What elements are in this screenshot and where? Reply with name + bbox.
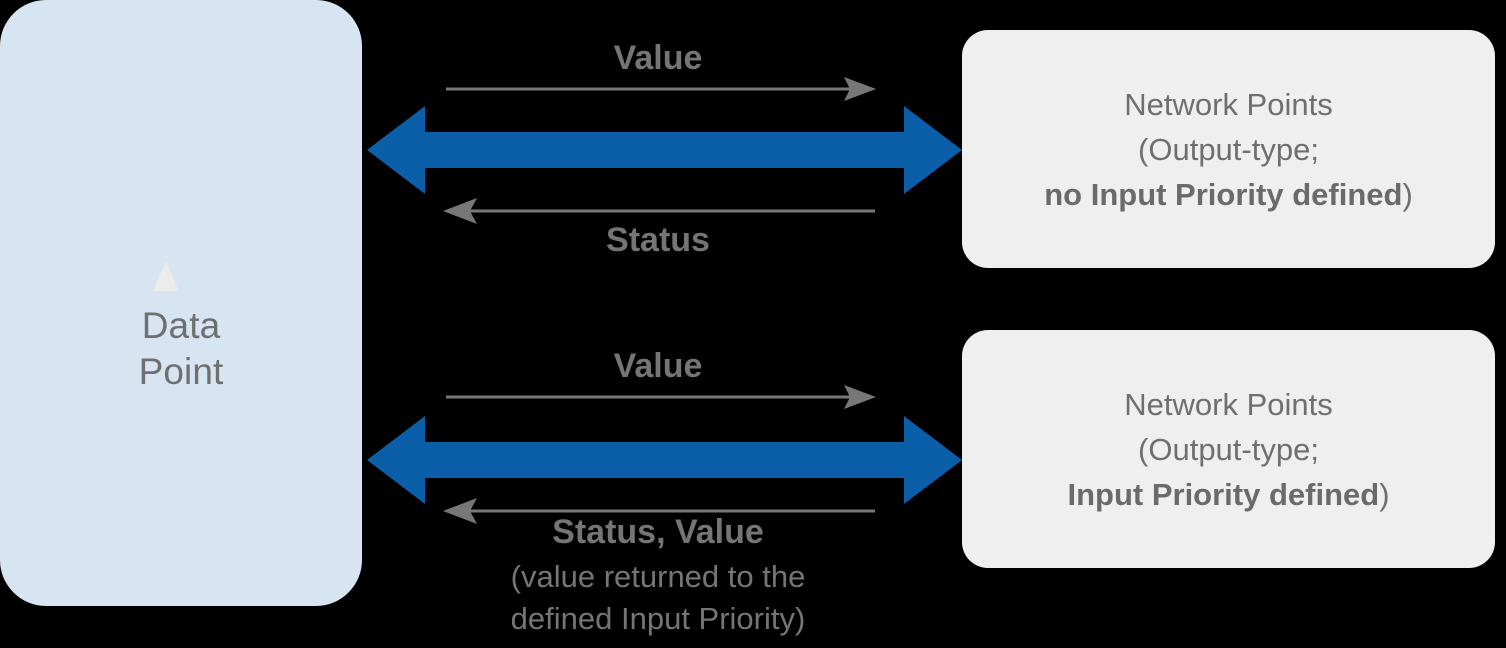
top-value-arrow-icon (446, 75, 876, 103)
top-bidirectional-arrow-icon (367, 100, 962, 200)
network-points-box-priority: Network Points (Output-type; Input Prior… (962, 330, 1495, 568)
bottom-value-arrow-icon (446, 383, 876, 411)
bottom-reverse-note: (value returned to the defined Input Pri… (510, 559, 806, 636)
np-line3-tail: ) (1402, 176, 1413, 212)
bottom-forward-label: Value (613, 347, 703, 385)
bottom-bidirectional-arrow-icon (367, 410, 962, 510)
top-forward-label: Value (613, 39, 703, 77)
data-point-label-text: Data Point (138, 305, 224, 392)
bottom-status-arrow-icon (443, 497, 875, 525)
network-points-box-no-priority: Network Points (Output-type; no Input Pr… (962, 30, 1495, 268)
caret-up-icon (152, 261, 179, 291)
data-point-label: Data Point (139, 211, 224, 395)
np-line3-tail: ) (1379, 476, 1390, 512)
np-line1: Network Points (1124, 386, 1333, 422)
bottom-reverse-label: Status, Value (552, 513, 764, 551)
np-line3-bold: Input Priority defined (1067, 476, 1380, 512)
top-reverse-label: Status (606, 221, 710, 259)
network-points-text-no-priority: Network Points (Output-type; no Input Pr… (1026, 82, 1431, 217)
np-line2: (Output-type; (1138, 431, 1319, 467)
data-point-box: Data Point (0, 0, 362, 606)
np-line2: (Output-type; (1138, 131, 1319, 167)
np-line1: Network Points (1124, 86, 1333, 122)
top-status-arrow-icon (443, 197, 875, 225)
np-line3-bold: no Input Priority defined (1044, 176, 1403, 212)
network-points-text-priority: Network Points (Output-type; Input Prior… (1049, 382, 1407, 517)
